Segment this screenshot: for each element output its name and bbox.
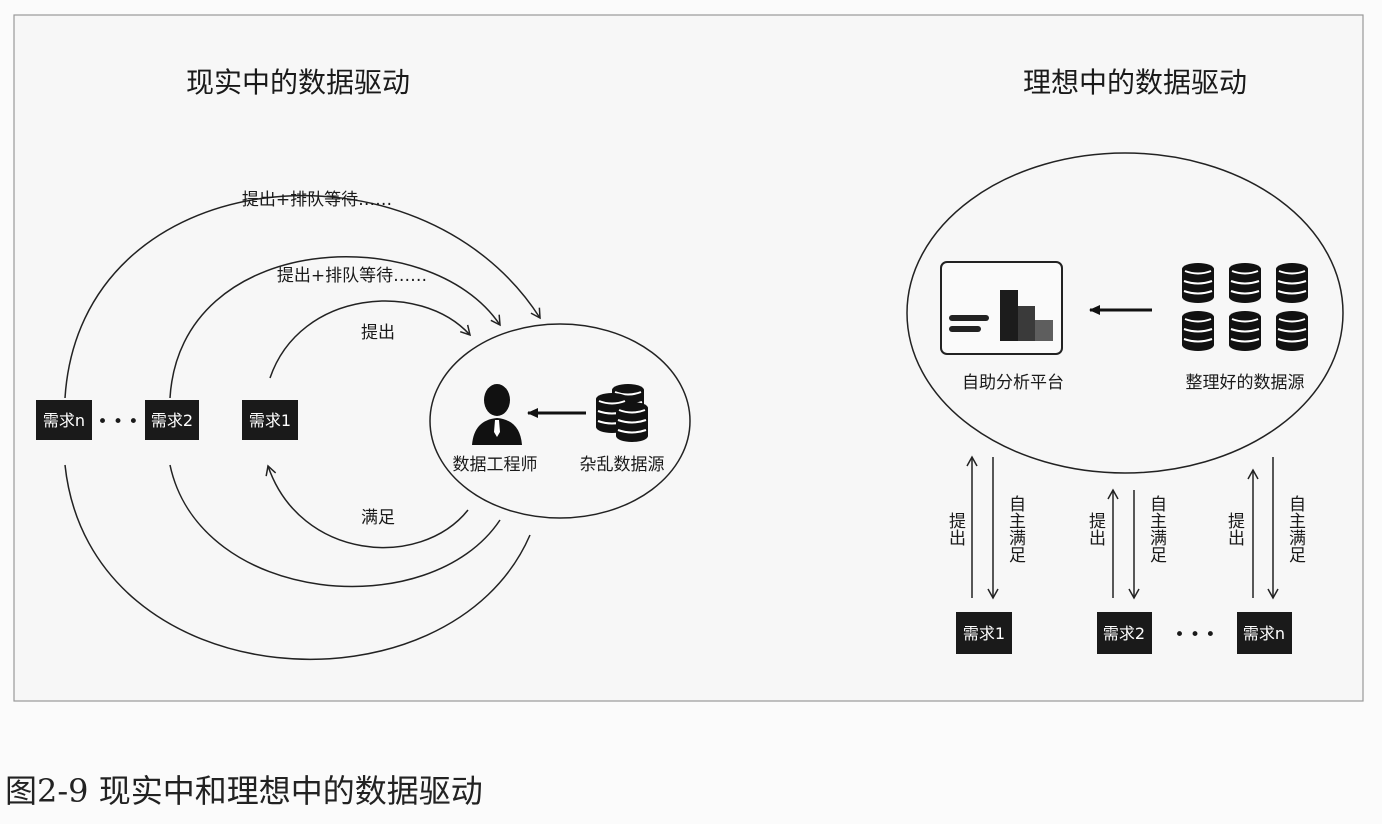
arc-inner-request xyxy=(269,300,472,379)
request-2-box: 需求2 xyxy=(1097,612,1152,654)
left-title: 现实中的数据驱动 xyxy=(186,66,410,99)
right-title: 理想中的数据驱动 xyxy=(1023,66,1247,99)
svg-text:需求2: 需求2 xyxy=(1103,624,1145,643)
person-icon xyxy=(472,384,522,445)
arc-middle-label: 提出+排队等待…… xyxy=(277,266,427,286)
request-1-box: 需求1 xyxy=(242,400,298,440)
svg-text:需求n: 需求n xyxy=(43,411,85,430)
request-arrows-1: 提出 自主满足 xyxy=(945,455,1026,600)
svg-text:提出: 提出 xyxy=(945,512,966,546)
analytics-platform-icon xyxy=(940,261,1063,355)
request-2-box: 需求2 xyxy=(145,400,199,440)
svg-text:自主满足: 自主满足 xyxy=(1005,495,1026,563)
svg-text:需求n: 需求n xyxy=(1243,624,1285,643)
arc-outer-request xyxy=(64,194,541,399)
arc-middle-return xyxy=(169,464,501,588)
diagram: 现实中的数据驱动 提出+排队等待…… 提出+排队等待…… 提出 满足 数据工程师… xyxy=(13,14,1364,702)
request-1-box: 需求1 xyxy=(956,612,1012,654)
ellipsis: • • • xyxy=(98,412,139,432)
right-panel: 理想中的数据驱动 自助分析平台 整理好的数据源 提出 自主满足 提出 自主 xyxy=(906,66,1344,654)
messy-source-label: 杂乱数据源 xyxy=(580,455,665,475)
arc-outer-return xyxy=(64,464,531,661)
platform-label: 自助分析平台 xyxy=(962,373,1064,393)
engineer-label: 数据工程师 xyxy=(453,455,538,475)
request-n-box: 需求n xyxy=(1237,612,1292,654)
svg-text:自主满足: 自主满足 xyxy=(1285,495,1306,563)
organized-source-label: 整理好的数据源 xyxy=(1186,373,1305,393)
request-arrows-n: 提出 自主满足 xyxy=(1224,457,1306,600)
figure-caption: 图2-9 现实中和理想中的数据驱动 xyxy=(5,772,483,810)
ellipsis: • • • xyxy=(1175,625,1216,645)
request-n-box: 需求n xyxy=(36,400,92,440)
svg-text:需求1: 需求1 xyxy=(249,411,291,430)
diagram-frame xyxy=(13,14,1364,702)
arc-inner-label: 提出 xyxy=(361,323,395,343)
arc-middle-request xyxy=(169,256,501,399)
left-panel: 现实中的数据驱动 提出+排队等待…… 提出+排队等待…… 提出 满足 数据工程师… xyxy=(36,66,691,661)
arc-outer-label: 提出+排队等待…… xyxy=(242,190,392,210)
svg-text:自主满足: 自主满足 xyxy=(1146,495,1167,563)
svg-text:需求2: 需求2 xyxy=(151,411,193,430)
svg-text:提出: 提出 xyxy=(1224,512,1245,546)
svg-text:需求1: 需求1 xyxy=(963,624,1005,643)
platform-ellipse xyxy=(906,152,1344,474)
request-arrows-2: 提出 自主满足 xyxy=(1085,488,1167,600)
svg-text:提出: 提出 xyxy=(1085,512,1106,546)
arc-return-label: 满足 xyxy=(361,508,395,528)
arc-inner-return xyxy=(265,464,469,549)
engineer-ellipse xyxy=(429,323,691,519)
